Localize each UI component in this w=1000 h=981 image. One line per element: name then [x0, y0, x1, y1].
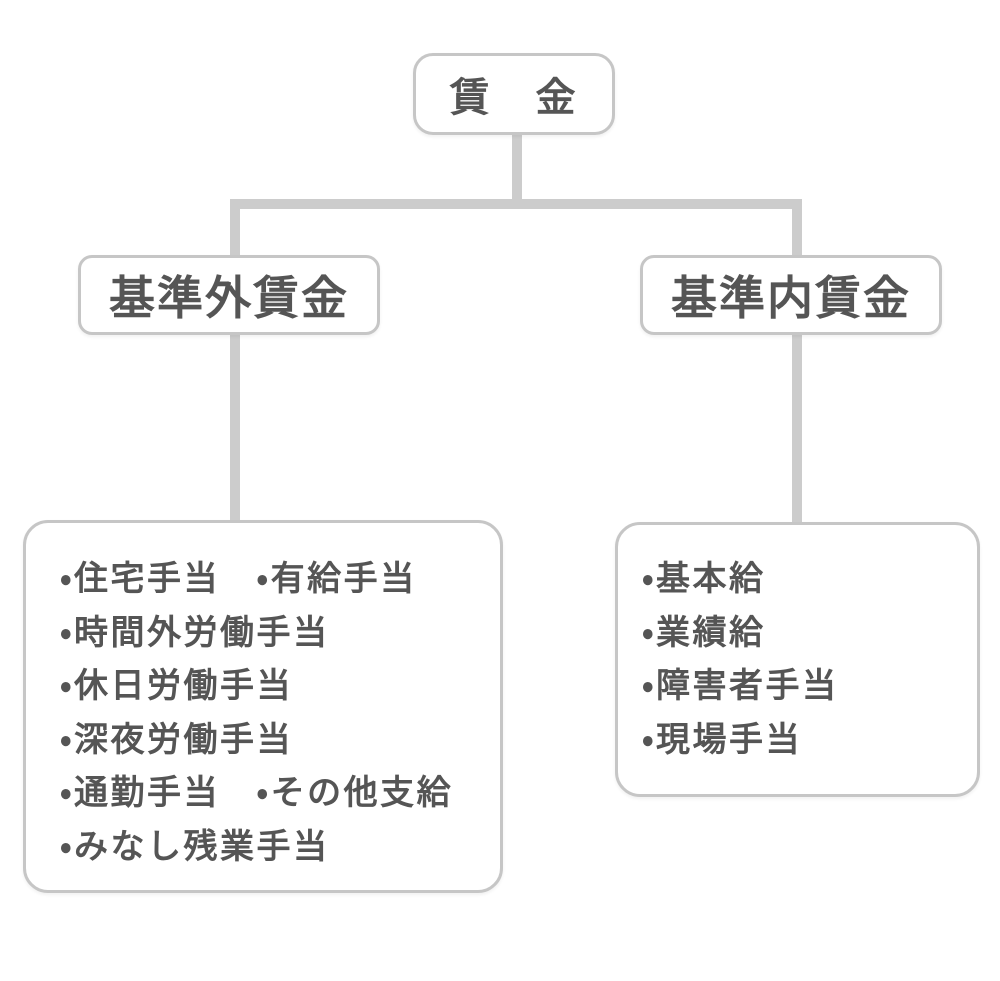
node-wages-label: 賃 金 — [449, 76, 579, 120]
node-standard-wages-label: 基準内賃金 — [671, 272, 911, 324]
allowance-item: ・みなし残業手当 — [60, 827, 330, 866]
connector-left-drop — [230, 199, 240, 258]
allowance-item: ・通勤手当 ・その他支給 — [60, 774, 454, 812]
node-non-standard-wages-label: 基準外賃金 — [109, 272, 349, 324]
node-standard-wages: 基準内賃金 — [640, 255, 942, 335]
allowance-item: ・時間外労働手当 — [60, 613, 330, 652]
connector-right-branch-to-leaf — [792, 332, 802, 525]
allowance-item: ・業績給 — [642, 613, 766, 652]
allowance-item: ・基本給 — [642, 560, 766, 598]
node-standard-wage-items: ・基本給 ・業績給 ・障害者手当 ・現場手当 — [615, 522, 980, 797]
connector-left-branch-to-leaf — [230, 332, 240, 523]
node-non-standard-wage-items: ・住宅手当 ・有給手当 ・時間外労働手当 ・休日労働手当 ・深夜労働手当 ・通勤… — [23, 520, 503, 893]
connector-right-drop — [792, 199, 802, 258]
connector-horizontal-bar — [230, 199, 802, 209]
allowance-item: ・休日労働手当 — [60, 667, 294, 705]
allowance-item: ・深夜労働手当 — [60, 720, 294, 759]
allowance-item: ・障害者手当 — [642, 667, 839, 705]
node-wages: 賃 金 — [413, 53, 615, 135]
allowance-item: ・住宅手当 ・有給手当 — [60, 560, 417, 598]
allowance-item: ・現場手当 — [642, 720, 803, 759]
node-non-standard-wages: 基準外賃金 — [78, 255, 380, 335]
connector-root-stem — [512, 133, 522, 209]
